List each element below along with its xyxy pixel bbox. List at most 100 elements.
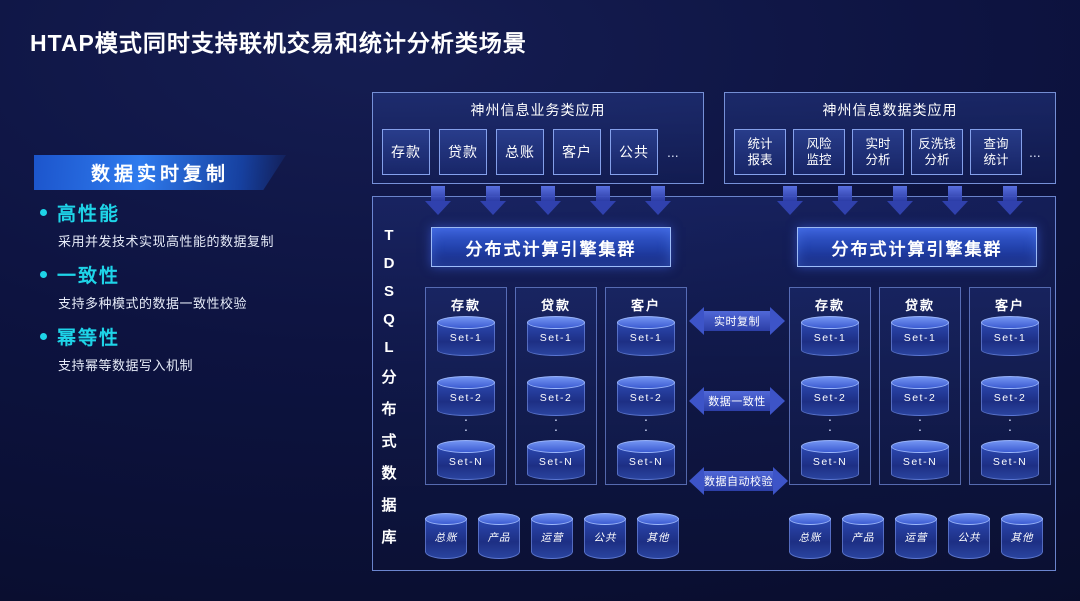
vertical-label-char: D: [383, 254, 395, 272]
database-cylinder-small: 公共: [584, 513, 626, 559]
down-arrow-icon: [997, 186, 1023, 215]
app-item-deposit: 存款: [382, 129, 430, 175]
db-group-title: 存款: [814, 298, 845, 313]
database-cylinder: Set-1: [437, 316, 495, 356]
app-item-customer: 客户: [553, 129, 601, 175]
badge-label: 数据实时复制: [90, 164, 229, 185]
app-item-risk: 风险 监控: [793, 129, 845, 175]
database-cylinder-small: 产品: [478, 513, 520, 559]
down-arrow-icon: [887, 186, 913, 215]
db-group: 存款 Set-1 Set-2 · · Set-N: [425, 287, 507, 485]
vertical-ellipsis: · ·: [917, 411, 923, 437]
sync-arrow-consistency: 数据一致性: [689, 387, 785, 415]
app-item-loan: 贷款: [439, 129, 487, 175]
database-cylinder: Set-N: [801, 440, 859, 480]
more-ellipsis: ...: [667, 144, 679, 160]
vertical-label-char: Q: [383, 310, 395, 328]
db-group: 贷款 Set-1 Set-2 · · Set-N: [879, 287, 961, 485]
bullet-heading: 一致性: [57, 266, 121, 287]
vertical-ellipsis: · ·: [553, 411, 559, 437]
down-arrow-icon: [645, 186, 671, 215]
database-cylinder: Set-N: [891, 440, 949, 480]
db-group-title: 客户: [994, 298, 1025, 313]
database-cylinder-small: 其他: [637, 513, 679, 559]
database-cylinder: Set-2: [617, 376, 675, 416]
bullet-desc: 支持多种模式的数据一致性校验: [58, 296, 248, 311]
db-group: 客户 Set-1 Set-2 · · Set-N: [605, 287, 687, 485]
database-cylinder: Set-1: [891, 316, 949, 356]
sync-arrow-label: 数据自动校验: [704, 471, 773, 491]
vertical-label-char: 库: [381, 528, 397, 546]
db-group-title: 客户: [630, 298, 661, 313]
database-cylinder: Set-1: [617, 316, 675, 356]
database-cylinder: Set-1: [801, 316, 859, 356]
bullet-dot-icon: [40, 333, 47, 340]
business-apps-items: 存款 贷款 总账 客户 公共 ...: [382, 129, 698, 175]
vertical-label-char: 分: [381, 369, 397, 387]
bullet-heading: 高性能: [57, 204, 121, 225]
engine-cluster-left: 分布式计算引擎集群: [431, 227, 671, 267]
down-arrow-icon: [777, 186, 803, 215]
sync-arrow-realtime: 实时复制: [689, 307, 785, 335]
database-cylinder: Set-2: [527, 376, 585, 416]
data-realtime-replication-badge: 数据实时复制: [34, 155, 286, 190]
database-cylinder-small: 总账: [425, 513, 467, 559]
business-apps-title: 神州信息业务类应用: [470, 102, 606, 118]
app-item-query: 查询 统计: [970, 129, 1022, 175]
database-cylinder: Set-N: [981, 440, 1039, 480]
down-arrow-icon: [590, 186, 616, 215]
app-item-realtime: 实时 分析: [852, 129, 904, 175]
arrow-left-icon: [689, 307, 704, 335]
database-cylinder: Set-2: [891, 376, 949, 416]
vertical-ellipsis: · ·: [1007, 411, 1013, 437]
vertical-label-char: T: [384, 227, 394, 244]
vertical-label-char: 布: [381, 401, 397, 419]
app-item-aml: 反洗钱 分析: [911, 129, 963, 175]
database-cylinder-small: 运营: [531, 513, 573, 559]
down-arrow-icon: [535, 186, 561, 215]
database-cylinder: Set-1: [527, 316, 585, 356]
database-cylinder: Set-1: [981, 316, 1039, 356]
bullet-idempotency: 幂等性: [40, 323, 120, 350]
vertical-label-char: 据: [381, 497, 397, 515]
bullet-high-performance: 高性能: [40, 199, 120, 226]
db-group: 客户 Set-1 Set-2 · · Set-N: [969, 287, 1051, 485]
business-apps-box: 神州信息业务类应用 存款 贷款 总账 客户 公共 ...: [372, 92, 704, 184]
database-cylinder: Set-N: [437, 440, 495, 480]
database-cylinder-small: 总账: [789, 513, 831, 559]
bullet-consistency: 一致性: [40, 261, 120, 288]
arrow-left-icon: [689, 467, 704, 495]
database-cylinder: Set-N: [617, 440, 675, 480]
db-group: 存款 Set-1 Set-2 · · Set-N: [789, 287, 871, 485]
tdsql-container: T D S Q L 分 布 式 数 据 库 分布式计算引擎集群 分布式计算引擎集…: [372, 196, 1056, 571]
bullet-dot-icon: [40, 209, 47, 216]
vertical-ellipsis: · ·: [463, 411, 469, 437]
down-arrow-icon: [942, 186, 968, 215]
arrow-right-icon: [770, 387, 785, 415]
db-group-title: 贷款: [540, 298, 571, 313]
down-arrow-icon: [425, 186, 451, 215]
page-title: HTAP模式同时支持联机交易和统计分析类场景: [30, 30, 527, 56]
database-cylinder: Set-2: [437, 376, 495, 416]
database-cylinder-small: 公共: [948, 513, 990, 559]
app-item-report: 统计 报表: [734, 129, 786, 175]
bullet-desc: 采用并发技术实现高性能的数据复制: [58, 234, 275, 249]
bullet-desc: 支持幂等数据写入机制: [58, 358, 194, 373]
data-apps-title: 神州信息数据类应用: [822, 102, 958, 118]
db-group: 贷款 Set-1 Set-2 · · Set-N: [515, 287, 597, 485]
app-item-ledger: 总账: [496, 129, 544, 175]
sync-arrow-label: 实时复制: [704, 311, 770, 331]
arrow-right-icon: [773, 467, 788, 495]
database-cylinder: Set-2: [801, 376, 859, 416]
data-apps-items: 统计 报表 风险 监控 实时 分析 反洗钱 分析 查询 统计 ...: [734, 129, 1050, 175]
app-item-public: 公共: [610, 129, 658, 175]
arrow-right-icon: [770, 307, 785, 335]
vertical-label-char: 式: [381, 433, 397, 451]
data-apps-box: 神州信息数据类应用 统计 报表 风险 监控 实时 分析 反洗钱 分析 查询 统计…: [724, 92, 1056, 184]
database-cylinder: Set-2: [981, 376, 1039, 416]
vertical-label-char: L: [384, 338, 394, 356]
database-cylinder-small: 运营: [895, 513, 937, 559]
down-arrow-icon: [480, 186, 506, 215]
bullet-dot-icon: [40, 271, 47, 278]
